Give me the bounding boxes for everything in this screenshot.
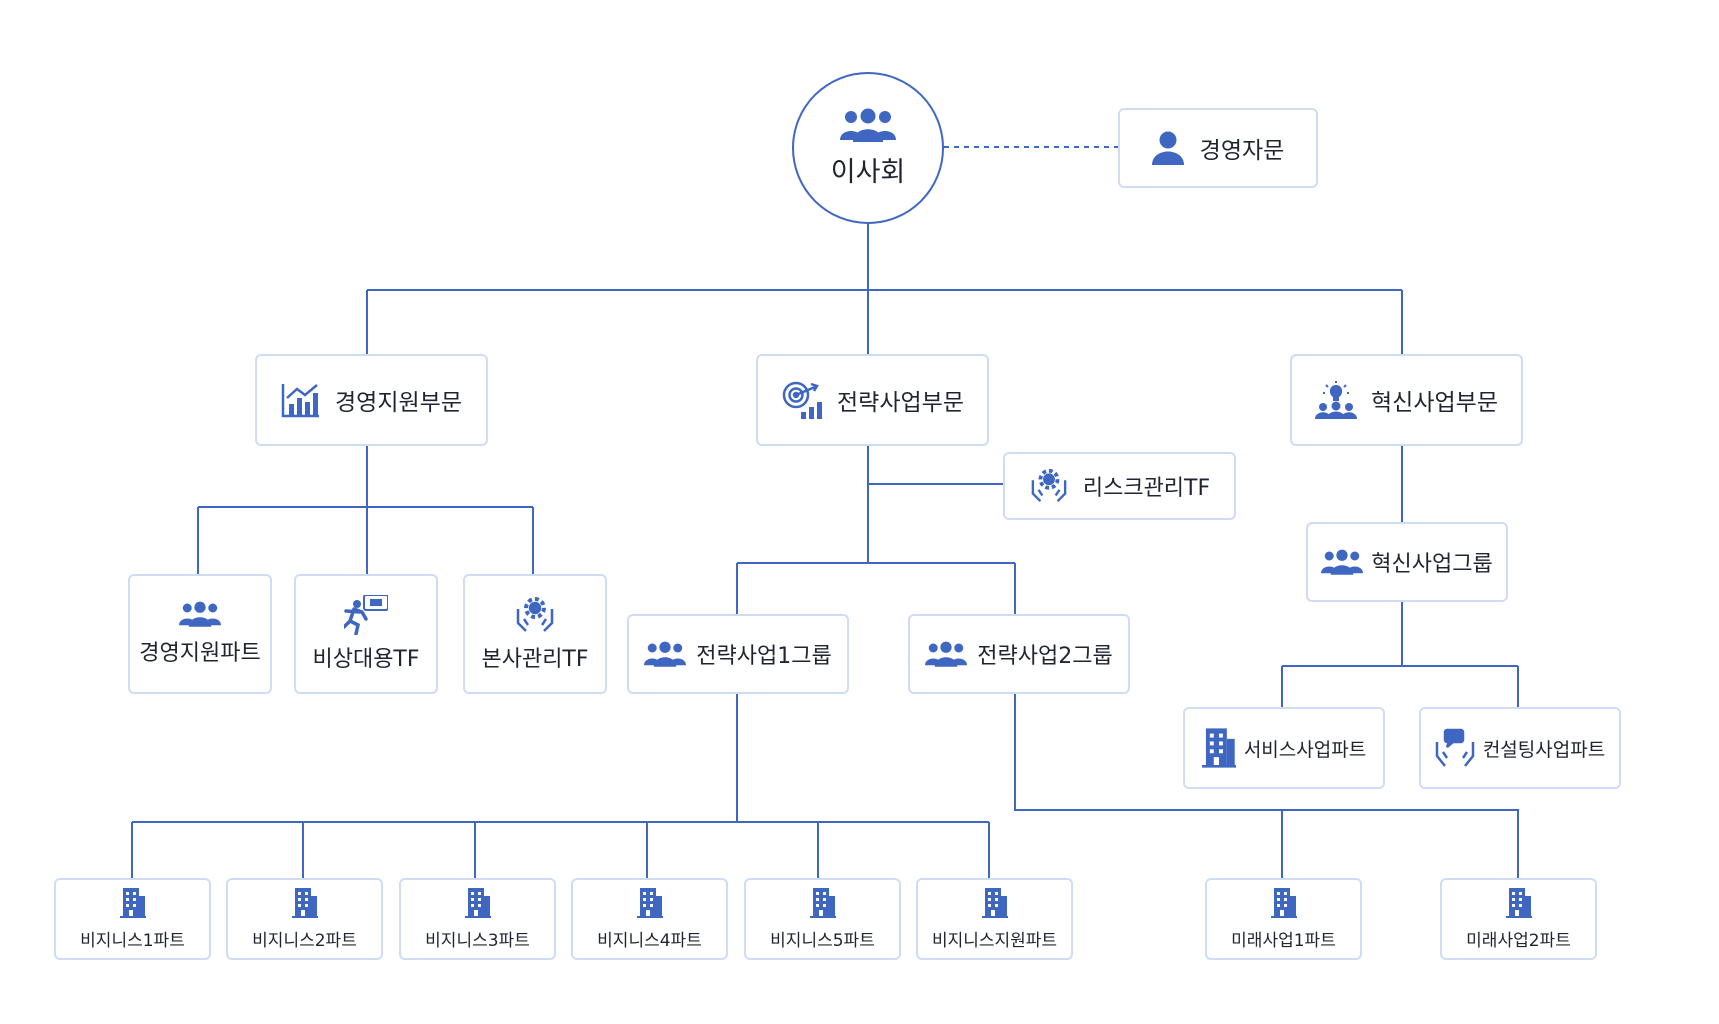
group2-branch-line — [1014, 694, 1519, 878]
gear-hands-icon — [514, 595, 556, 635]
building-icon — [636, 887, 663, 918]
board-to-divisions-line — [366, 224, 1403, 354]
management-part-label: 경영지원파트 — [139, 641, 261, 666]
business-part-label: 비지니스1파트 — [80, 930, 185, 951]
people-icon — [644, 641, 687, 667]
bar-chart-icon — [281, 382, 321, 418]
business-part-label: 비지니스4파트 — [597, 930, 702, 951]
risk-tf-node[interactable]: 리스크관리TF — [1003, 452, 1236, 520]
future-part-label: 미래사업2파트 — [1466, 930, 1571, 951]
strategy-group2-node[interactable]: 전략사업2그룹 — [908, 614, 1130, 694]
people-icon — [925, 641, 968, 667]
business-part-1-node[interactable]: 비지니스1파트 — [54, 878, 211, 960]
advisory-label: 경영자문 — [1199, 138, 1285, 164]
management-branch-line — [197, 446, 534, 574]
future-part-label: 미래사업1파트 — [1231, 930, 1336, 951]
board-label: 이사회 — [830, 156, 906, 188]
hq-management-tf-node[interactable]: 본사관리TF — [463, 574, 607, 694]
building-icon — [1201, 728, 1236, 768]
strategy-group1-node[interactable]: 전략사업1그룹 — [627, 614, 849, 694]
consulting-icon — [1435, 728, 1475, 768]
innovation-group-label: 혁신사업그룹 — [1371, 552, 1493, 577]
strategy-division-node[interactable]: 전략사업부문 — [756, 354, 989, 446]
business-part-label: 비지니스지원파트 — [931, 930, 1058, 951]
service-part-node[interactable]: 서비스사업파트 — [1183, 707, 1385, 789]
building-icon — [119, 887, 146, 918]
building-icon — [464, 887, 491, 918]
building-icon — [981, 887, 1008, 918]
management-part-node[interactable]: 경영지원파트 — [128, 574, 272, 694]
business-part-2-node[interactable]: 비지니스2파트 — [226, 878, 383, 960]
strategy-group1-label: 전략사업1그룹 — [696, 644, 832, 669]
emergency-exit-icon — [344, 595, 388, 635]
business-part-label: 비지니스5파트 — [770, 930, 875, 951]
idea-team-icon — [1315, 381, 1358, 419]
strategy-group2-label: 전략사업2그룹 — [977, 644, 1113, 669]
advisory-node[interactable]: 경영자문 — [1118, 108, 1318, 188]
business-part-label: 비지니스2파트 — [252, 930, 357, 951]
risk-tf-label: 리스크관리TF — [1082, 476, 1211, 501]
building-icon — [291, 887, 318, 918]
people-icon — [179, 601, 221, 627]
business-part-3-node[interactable]: 비지니스3파트 — [399, 878, 556, 960]
service-part-label: 서비스사업파트 — [1243, 738, 1367, 761]
emergency-tf-label: 비상대용TF — [312, 647, 420, 672]
business-part-label: 비지니스3파트 — [425, 930, 530, 951]
business-support-part-node[interactable]: 비지니스지원파트 — [916, 878, 1073, 960]
target-icon — [781, 380, 823, 420]
people-icon — [840, 108, 896, 142]
group1-branch-line — [131, 694, 990, 878]
business-part-4-node[interactable]: 비지니스4파트 — [571, 878, 728, 960]
consulting-part-label: 컨설팅사업파트 — [1482, 738, 1606, 761]
person-icon — [1151, 131, 1184, 165]
strategy-branch-line — [736, 446, 1016, 614]
board-node[interactable]: 이사회 — [792, 72, 944, 224]
consulting-part-node[interactable]: 컨설팅사업파트 — [1419, 707, 1621, 789]
innovation-division-label: 혁신사업부문 — [1371, 390, 1498, 416]
building-icon — [1270, 887, 1297, 918]
building-icon — [1505, 887, 1532, 918]
innovation-group-node[interactable]: 혁신사업그룹 — [1306, 522, 1508, 602]
building-icon — [809, 887, 836, 918]
future-part-2-node[interactable]: 미래사업2파트 — [1440, 878, 1597, 960]
future-part-1-node[interactable]: 미래사업1파트 — [1205, 878, 1362, 960]
innovation-branch-line — [1281, 446, 1519, 707]
business-part-5-node[interactable]: 비지니스5파트 — [744, 878, 901, 960]
hq-management-tf-label: 본사관리TF — [481, 647, 589, 672]
people-icon — [1321, 549, 1364, 575]
strategy-division-label: 전략사업부문 — [837, 390, 964, 416]
management-division-label: 경영지원부문 — [335, 390, 462, 416]
innovation-division-node[interactable]: 혁신사업부문 — [1290, 354, 1523, 446]
emergency-tf-node[interactable]: 비상대용TF — [294, 574, 438, 694]
management-division-node[interactable]: 경영지원부문 — [255, 354, 488, 446]
gear-hands-icon — [1029, 467, 1069, 505]
